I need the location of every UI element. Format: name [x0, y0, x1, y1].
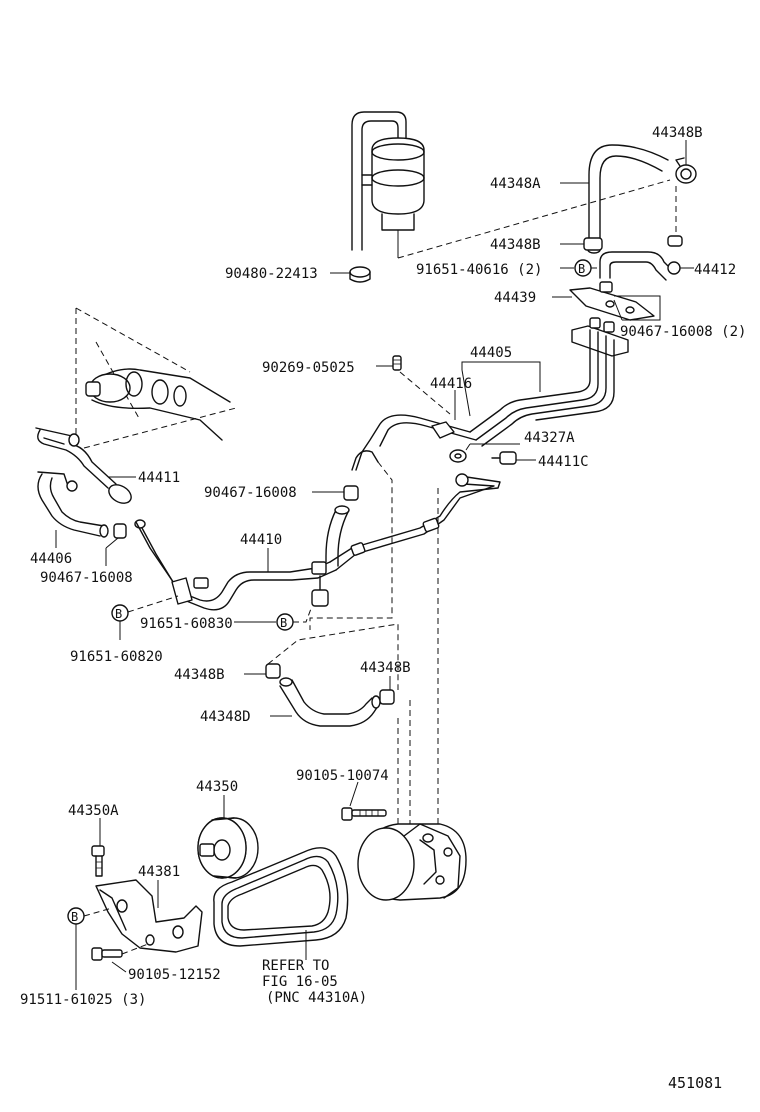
fitting-44327a	[449, 449, 467, 463]
label-44348A: 44348A	[490, 176, 541, 192]
label-44327A: 44327A	[524, 430, 575, 446]
label-90467-16008-2: 90467-16008 (2)	[620, 324, 746, 340]
clamp-90467-mid	[343, 485, 359, 501]
fitting-44411c	[491, 451, 517, 465]
label-90105-10074: 90105-10074	[296, 768, 389, 784]
pipe-44412	[599, 251, 681, 281]
clamp-44416	[431, 421, 455, 439]
label-90467-16008-left: 90467-16008	[40, 570, 133, 586]
label-44411: 44411	[138, 470, 180, 486]
hose-44348d	[279, 677, 381, 727]
label-90480-22413: 90480-22413	[225, 266, 318, 282]
grommet-90480	[349, 266, 371, 283]
clamp-44348b-top	[675, 157, 697, 184]
label-44350A: 44350A	[68, 803, 119, 819]
bolt-90105-10074	[341, 807, 387, 821]
diagram-number: 451081	[668, 1074, 722, 1092]
svg-text:B: B	[115, 607, 122, 621]
label-refer-line2: FIG 16-05	[262, 974, 338, 990]
label-44412: 44412	[694, 262, 736, 278]
hose-44411	[35, 427, 132, 504]
clamp-44348b-low1	[265, 663, 281, 679]
clamp-44348b-mid	[583, 235, 683, 251]
label-91511-61025: 91511-61025 (3)	[20, 992, 146, 1008]
label-44350: 44350	[196, 779, 238, 795]
bolt-90105-12152	[91, 947, 123, 961]
svg-text:B: B	[280, 616, 287, 630]
label-44416: 44416	[430, 376, 472, 392]
clamp-44348b-low2	[379, 689, 395, 705]
label-44348D: 44348D	[200, 709, 251, 725]
clamp-90467-left	[113, 523, 127, 539]
hose-44406	[37, 471, 109, 538]
label-44348B-low2: 44348B	[360, 660, 411, 676]
return-hose-upper	[325, 450, 379, 567]
svg-text:B: B	[71, 910, 78, 924]
bracket-44439	[569, 281, 655, 321]
label-44381: 44381	[138, 864, 180, 880]
label-44406: 44406	[30, 551, 72, 567]
label-90269-05025: 90269-05025	[262, 360, 355, 376]
drive-belt	[213, 847, 349, 947]
label-91651-60820: 91651-60820	[70, 649, 163, 665]
label-44439: 44439	[494, 290, 536, 306]
label-90467-16008-mid: 90467-16008	[204, 485, 297, 501]
steering-gear	[75, 307, 237, 449]
pipe-44410	[134, 519, 337, 611]
label-91651-60830: 91651-60830	[140, 616, 233, 632]
bleeder-90269	[392, 355, 402, 371]
label-44348B-top: 44348B	[652, 125, 703, 141]
pipe-assembly-44405	[355, 317, 629, 471]
pulley-44350	[197, 817, 259, 879]
label-44411C: 44411C	[538, 454, 589, 470]
label-44348B-low1: 44348B	[174, 667, 225, 683]
label-44410: 44410	[240, 532, 282, 548]
svg-text:B: B	[578, 262, 585, 276]
label-refer-line1: REFER TO	[262, 958, 329, 974]
label-44348B-mid: 44348B	[490, 237, 541, 253]
bolt-44350a	[91, 845, 105, 877]
bracket-44381	[95, 879, 203, 953]
hose-44348a	[587, 144, 669, 254]
label-90105-12152: 90105-12152	[128, 967, 221, 983]
label-91651-40616: 91651-40616 (2)	[416, 262, 542, 278]
label-refer-line3: (PNC 44310A)	[266, 990, 367, 1006]
label-44405: 44405	[470, 345, 512, 361]
reservoir-tank	[351, 111, 425, 258]
power-steering-pump	[357, 823, 467, 901]
